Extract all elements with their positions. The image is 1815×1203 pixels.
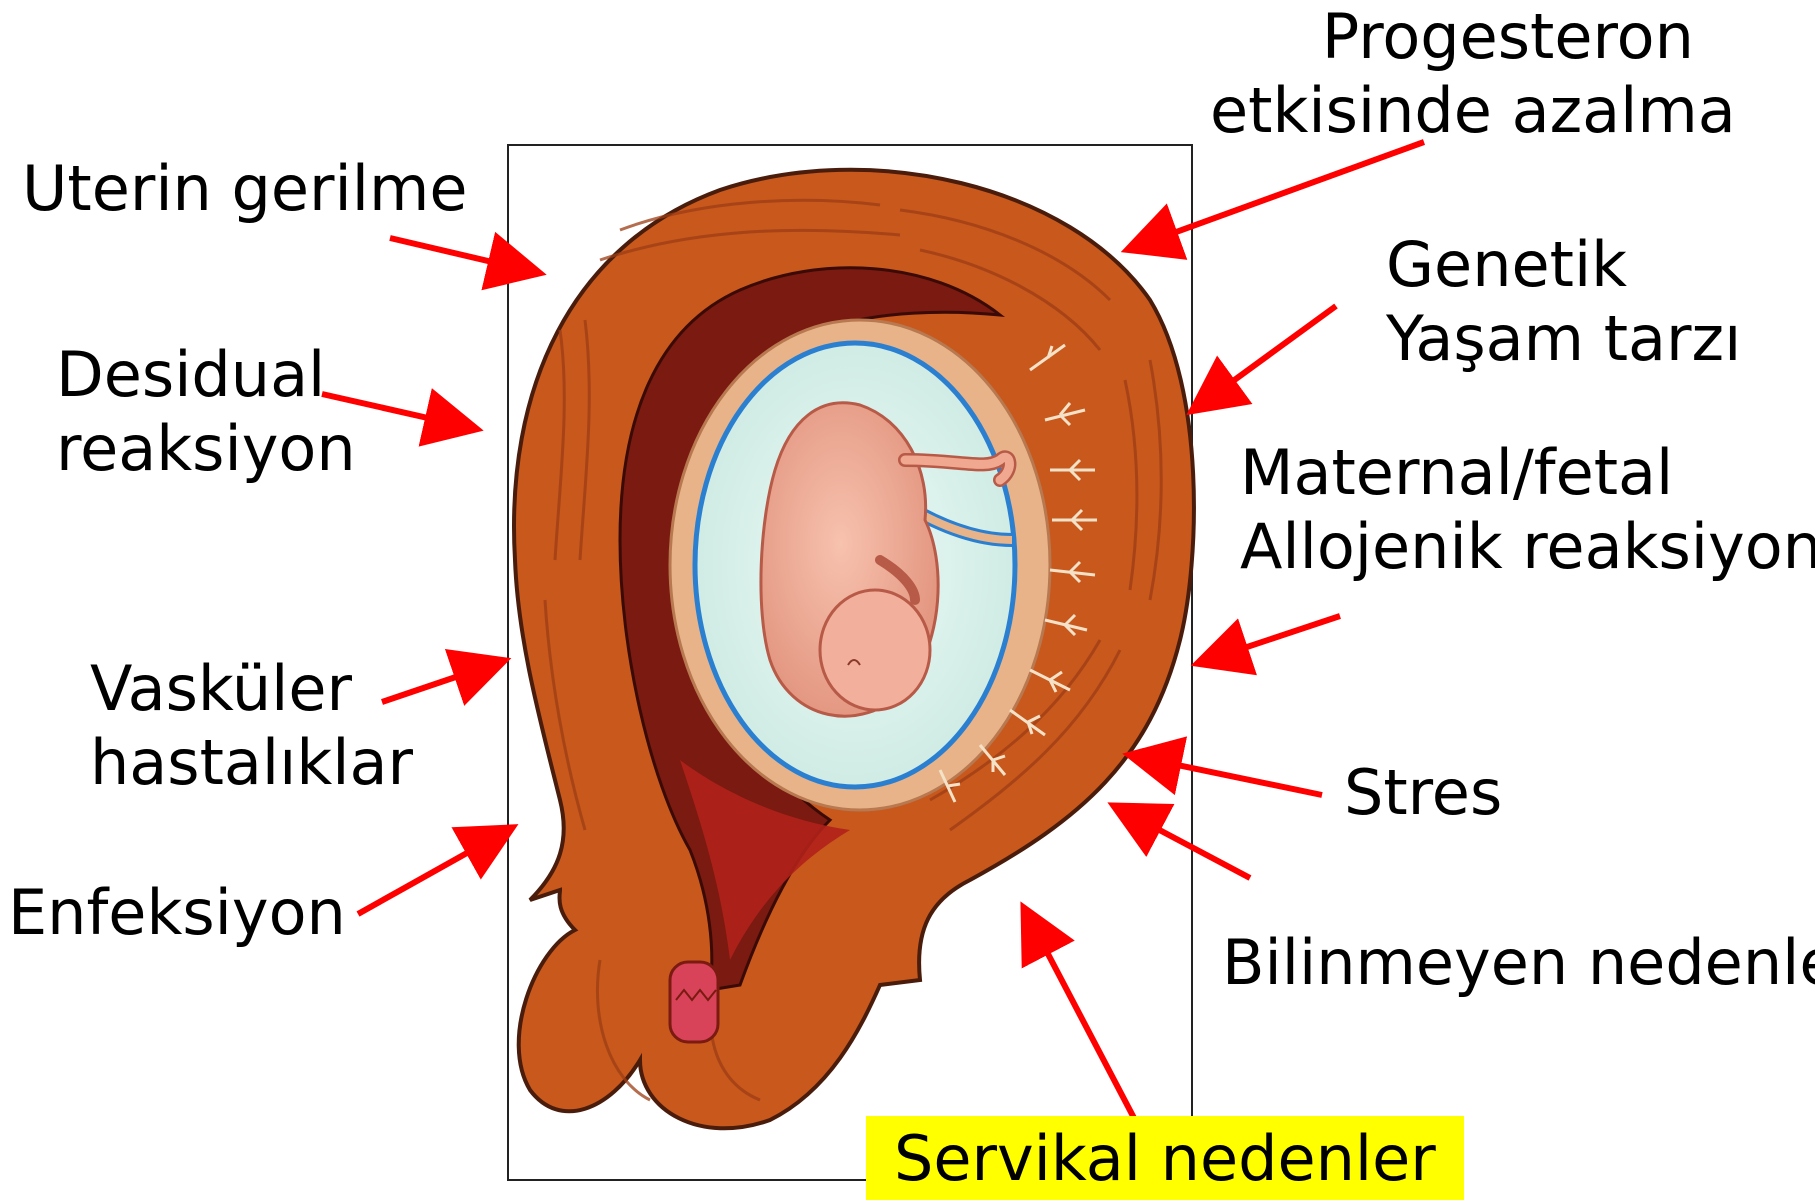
label-line: Desidual (56, 338, 356, 412)
label-line: Yaşam tarzı (1386, 302, 1741, 376)
arrow-stres (1134, 756, 1322, 795)
label-line: reaksiyon (56, 412, 356, 486)
label-servikal-nedenler: Servikal nedenler (866, 1116, 1464, 1200)
arrow-bilinmeyen (1118, 808, 1250, 878)
label-desidual-reaksiyon: Desidual reaksiyon (56, 338, 356, 487)
label-progesteron: Progesteron etkisinde azalma (1210, 0, 1736, 149)
label-stres: Stres (1344, 756, 1502, 830)
arrow-genetik (1196, 306, 1336, 408)
cervical-plug (670, 962, 718, 1042)
label-vaskuler-hastaliklar: Vasküler hastalıklar (90, 652, 413, 801)
label-line: Genetik (1386, 228, 1741, 302)
label-text: Uterin gerilme (22, 152, 468, 226)
label-text: Enfeksiyon (8, 876, 346, 950)
label-genetik-yasam: Genetik Yaşam tarzı (1386, 228, 1741, 377)
label-line: hastalıklar (90, 726, 413, 800)
arrow-servikal (1026, 912, 1134, 1118)
label-enfeksiyon: Enfeksiyon (8, 876, 346, 950)
label-line: Vasküler (90, 652, 413, 726)
label-text: Servikal nedenler (894, 1122, 1436, 1196)
label-text: Stres (1344, 756, 1502, 830)
label-line: Allojenik reaksiyon (1240, 510, 1815, 584)
label-uterin-gerilme: Uterin gerilme (22, 152, 468, 226)
label-bilinmeyen-nedenler: Bilinmeyen nedenler (1222, 926, 1815, 1000)
label-maternal-fetal: Maternal/fetal Allojenik reaksiyon (1240, 436, 1815, 585)
arrow-progesteron (1132, 142, 1424, 248)
label-line: Progesteron (1210, 0, 1736, 74)
label-line: etkisinde azalma (1210, 74, 1736, 148)
arrow-enfeksiyon (358, 830, 508, 914)
label-line: Maternal/fetal (1240, 436, 1815, 510)
label-text: Bilinmeyen nedenler (1222, 926, 1815, 1000)
arrow-maternal (1202, 616, 1340, 662)
arrow-uterin (390, 238, 535, 272)
